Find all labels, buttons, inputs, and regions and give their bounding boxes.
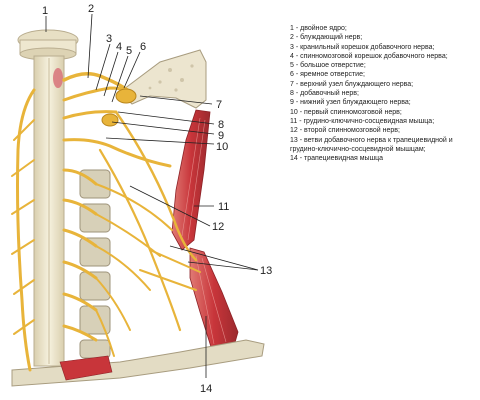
- legend-item: 13 - ветви добавочного нерва к трапециев…: [290, 136, 453, 153]
- sternocleidomastoid-muscle: [171, 109, 211, 251]
- callout-3: 3: [106, 33, 112, 45]
- legend-item: 9 - нижний узел блуждающего нерва;: [290, 99, 411, 107]
- callout-13: 13: [260, 265, 272, 277]
- legend-item: 12 - второй спинномозговой нерв;: [290, 127, 400, 135]
- callout-4: 4: [116, 41, 122, 53]
- callout-10: 10: [216, 141, 228, 153]
- legend-item: 3 - кранильный корешок добавочного нерва…: [290, 43, 435, 51]
- callout-14: 14: [200, 383, 212, 395]
- legend-item: 1 - двойное ядро;: [290, 25, 347, 32]
- callout-2: 2: [88, 3, 94, 15]
- callout-6: 6: [140, 41, 146, 53]
- legend: 1 - двойное ядро; 2 - блуждающий нерв; 3…: [290, 24, 478, 163]
- callout-labels: 1 2 3 4 5 6 7 8 9 10 11 12 13 14: [42, 3, 272, 395]
- callout-1: 1: [42, 5, 48, 17]
- skull-base: [119, 49, 207, 109]
- legend-item: 8 - добавочный нерв;: [290, 90, 359, 98]
- nerve-network: [11, 72, 201, 372]
- brainstem: [17, 29, 79, 61]
- legend-item: 14 - трапециевидная мышца: [290, 155, 384, 163]
- legend-item: 10 - первый спинномозговой нерв;: [290, 108, 402, 116]
- leader-lines: [45, 13, 259, 378]
- legend-item: 7 - верхний узел блуждающего нерва;: [290, 80, 414, 88]
- legend-item: 5 - большое отверстие;: [290, 62, 366, 70]
- callout-11: 11: [218, 201, 229, 213]
- legend-item: 6 - яремное отверстие;: [290, 71, 365, 79]
- bone-texture: [148, 64, 194, 92]
- callout-5: 5: [126, 45, 132, 57]
- callout-12: 12: [212, 221, 224, 233]
- legend-item: 4 - спинномозговой корешок добавочного н…: [290, 52, 448, 60]
- callout-7: 7: [216, 99, 222, 111]
- nucleus-ambiguus: [53, 68, 63, 88]
- callout-9: 9: [218, 130, 224, 142]
- legend-item: 2 - блуждающий нерв;: [290, 34, 363, 42]
- callout-8: 8: [218, 119, 224, 131]
- lower-muscle-fragment: [59, 355, 113, 381]
- legend-item: 11 - грудино-ключично-сосцевидная мышца;: [290, 117, 435, 125]
